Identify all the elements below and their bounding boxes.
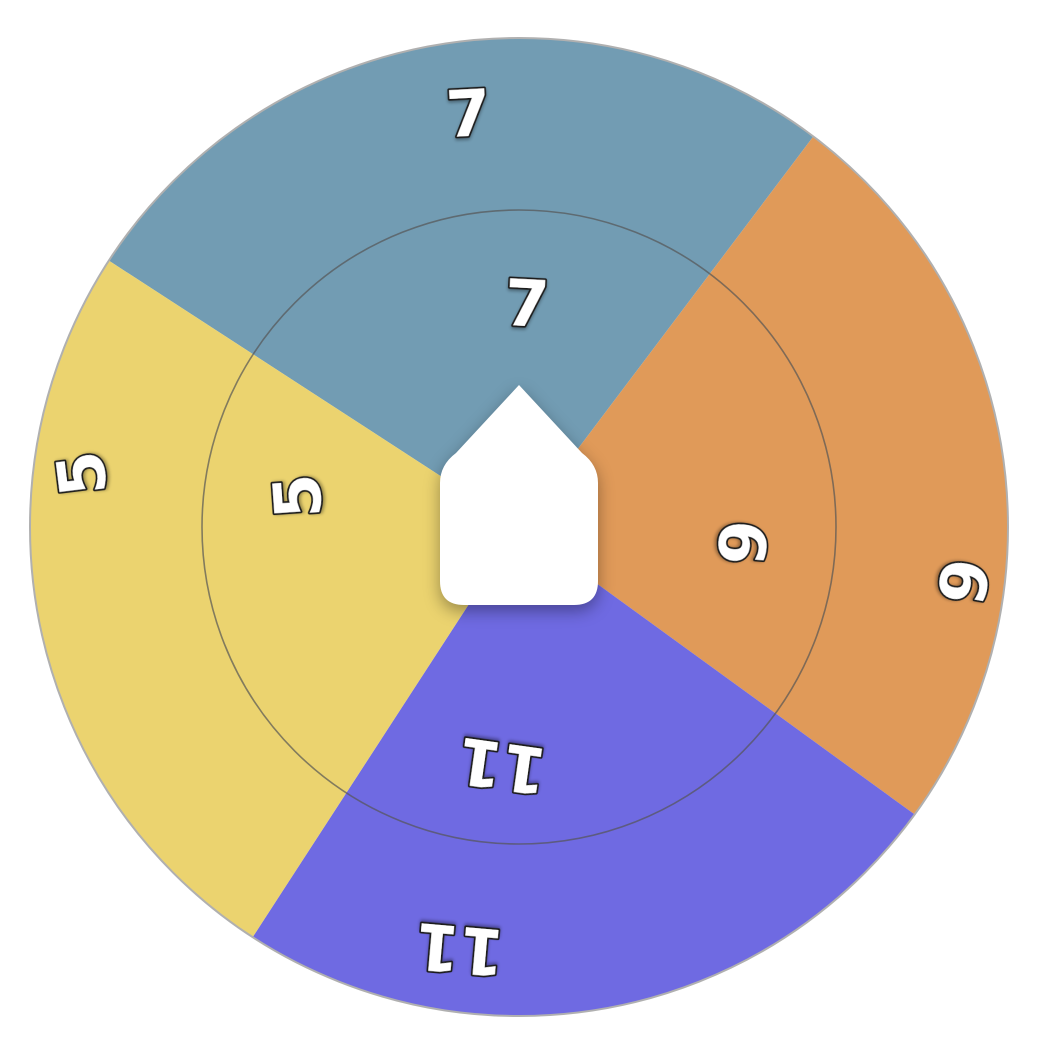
segment-purple-inner-label: 11	[453, 722, 551, 808]
segment-yellow-outer-label: 5	[44, 447, 123, 500]
wheel-segment-yellow	[29, 260, 519, 938]
inner-ring-divider	[201, 209, 837, 845]
wheel-outer-rim	[29, 37, 1009, 1017]
segment-yellow-inner-label: 5	[261, 471, 338, 521]
wheel-segment-purple	[252, 527, 915, 1017]
wheel-segment-blue	[108, 38, 814, 527]
spin-pointer-icon[interactable]	[440, 385, 598, 607]
segment-blue-outer-label: 7	[444, 77, 492, 153]
segment-purple-outer-label: 11	[412, 907, 507, 988]
wheel-segment-orange	[519, 136, 1008, 815]
segment-orange-outer-label: 6	[921, 553, 1002, 610]
segment-blue-inner-label: 7	[503, 267, 551, 343]
segment-orange-inner-label: 6	[702, 517, 780, 568]
